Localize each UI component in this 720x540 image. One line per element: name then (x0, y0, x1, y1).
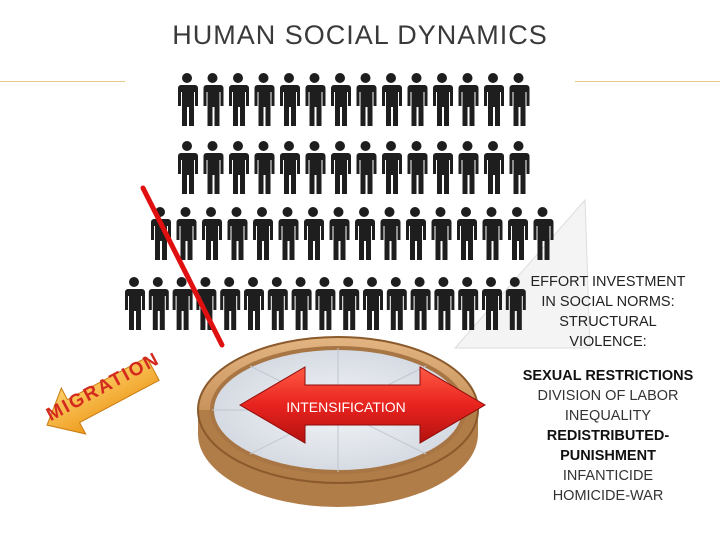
item-homicide-war: HOMICIDE-WAR (510, 486, 706, 506)
person-icon (306, 141, 326, 194)
person-icon (330, 207, 350, 260)
person-icon (381, 207, 401, 260)
person-icon (484, 141, 504, 194)
person-icon (204, 73, 224, 126)
crowd-of-people (125, 73, 554, 330)
person-icon (406, 207, 426, 260)
person-icon (268, 277, 288, 330)
person-icon (433, 141, 453, 194)
person-icon (510, 73, 530, 126)
person-icon (178, 141, 198, 194)
person-icon (483, 207, 503, 260)
person-icon (125, 277, 145, 330)
heading-line: EFFORT INVESTMENT (510, 272, 706, 292)
person-icon (280, 73, 300, 126)
person-icon (229, 73, 249, 126)
person-icon (459, 73, 479, 126)
person-icon (458, 277, 478, 330)
heading-line: VIOLENCE: (510, 332, 706, 352)
person-icon (411, 277, 431, 330)
person-icon (408, 73, 428, 126)
heading-line: STRUCTURAL (510, 312, 706, 332)
person-icon (292, 277, 312, 330)
person-icon (459, 141, 479, 194)
item-division-of-labor: DIVISION OF LABOR (510, 386, 706, 406)
person-icon (229, 141, 249, 194)
person-icon (331, 73, 351, 126)
person-icon (382, 141, 402, 194)
intensification-label: INTENSIFICATION (286, 399, 406, 415)
structural-violence-panel: EFFORT INVESTMENT IN SOCIAL NORMS: STRUC… (510, 272, 706, 506)
person-icon (315, 277, 335, 330)
item-inequality: INEQUALITY (510, 406, 706, 426)
person-icon (228, 207, 248, 260)
person-icon (202, 207, 222, 260)
item-redistributed: REDISTRIBUTED- (510, 426, 706, 446)
person-icon (484, 73, 504, 126)
person-icon (508, 207, 528, 260)
person-icon (255, 73, 275, 126)
person-icon (177, 207, 197, 260)
person-icon (244, 277, 264, 330)
person-icon (204, 141, 224, 194)
item-punishment: PUNISHMENT (510, 446, 706, 466)
person-icon (433, 73, 453, 126)
person-icon (457, 207, 477, 260)
person-icon (355, 207, 375, 260)
person-icon (434, 277, 454, 330)
heading-line: IN SOCIAL NORMS: (510, 292, 706, 312)
person-icon (220, 277, 240, 330)
person-icon (408, 141, 428, 194)
item-sexual-restrictions: SEXUAL RESTRICTIONS (510, 366, 706, 386)
person-icon (363, 277, 383, 330)
person-icon (178, 73, 198, 126)
person-icon (357, 141, 377, 194)
person-icon (510, 141, 530, 194)
item-infanticide: INFANTICIDE (510, 466, 706, 486)
person-icon (279, 207, 299, 260)
person-icon (149, 277, 169, 330)
person-icon (306, 73, 326, 126)
person-icon (339, 277, 359, 330)
person-icon (331, 141, 351, 194)
person-icon (382, 73, 402, 126)
person-icon (255, 141, 275, 194)
person-icon (357, 73, 377, 126)
person-icon (387, 277, 407, 330)
person-icon (432, 207, 452, 260)
spacer (510, 352, 706, 366)
person-icon (253, 207, 273, 260)
person-icon (304, 207, 324, 260)
person-icon (280, 141, 300, 194)
